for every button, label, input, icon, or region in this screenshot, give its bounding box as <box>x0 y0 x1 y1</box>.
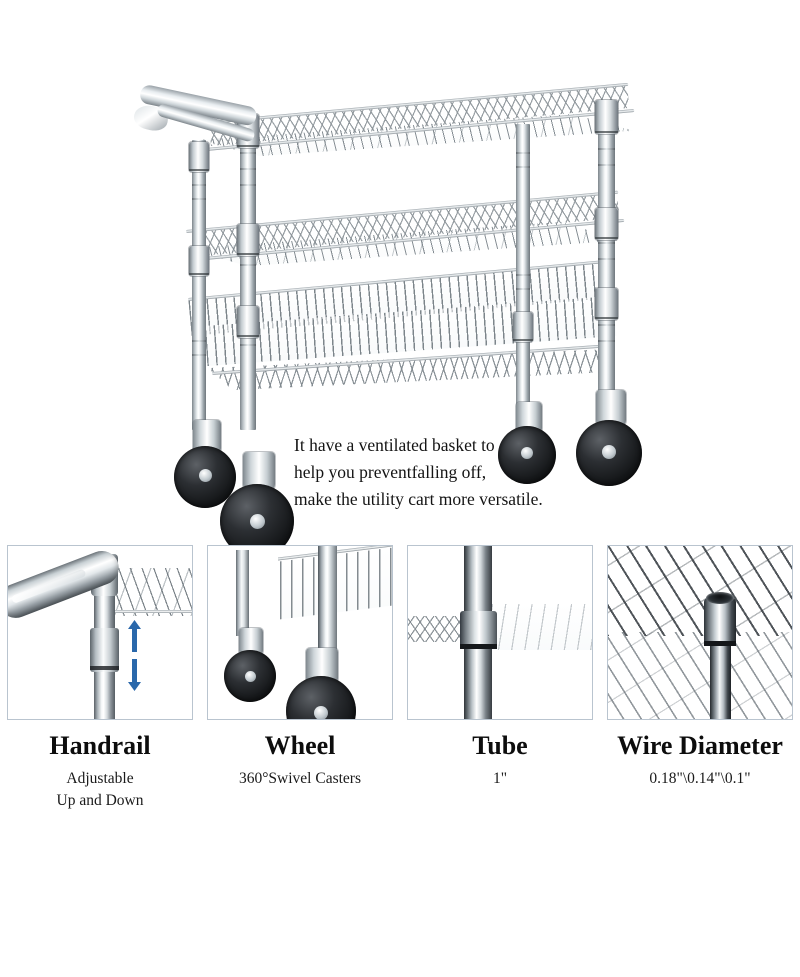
handrail-shelf-edge <box>112 610 192 613</box>
caster-front-left <box>174 418 240 510</box>
feature-tube-thumbnail <box>407 545 593 720</box>
wire-corner-post <box>710 642 731 719</box>
hero-caption-text: It have a ventilated basket to help you … <box>294 435 543 509</box>
feature-handrail-subtitle: Adjustable Up and Down <box>56 770 144 809</box>
caster-front-right <box>498 400 560 488</box>
feature-wheel: Wheel 360°Swivel Casters <box>200 537 400 817</box>
post-front-right <box>516 124 530 414</box>
post-front-left <box>192 140 206 430</box>
feature-tube-subtitle: 1" <box>492 770 508 787</box>
post-back-right <box>598 102 615 420</box>
post-back-left <box>240 118 256 430</box>
feature-handrail-title: Handrail <box>49 731 151 760</box>
wheel-caster-front <box>286 648 358 719</box>
tube-shelf-right <box>492 604 592 650</box>
collar-basket-back-left <box>237 306 259 338</box>
wheel-post-front <box>318 546 337 658</box>
feature-tube-title: Tube <box>472 731 528 760</box>
feature-handrail-thumbnail <box>7 545 193 720</box>
feature-wheel-title: Wheel <box>264 731 336 760</box>
feature-callout-row: Handrail Adjustable Up and Down <box>0 537 800 817</box>
handle-mount-collar <box>189 142 209 172</box>
feature-wheel-thumbnail <box>207 545 393 720</box>
feature-wire-diameter: Wire Diameter 0.18"\0.14"\0.1" <box>600 537 800 817</box>
wheel-caster-rear <box>224 628 278 704</box>
feature-wire-diameter-thumbnail <box>607 545 793 720</box>
collar-mid-back-right <box>595 208 618 240</box>
collar-top-back-right <box>595 100 618 134</box>
arrow-up-icon <box>128 620 141 652</box>
arrow-down-icon <box>128 659 141 691</box>
feature-handrail: Handrail Adjustable Up and Down <box>0 537 200 817</box>
feature-wire-diameter-title: Wire Diameter <box>617 731 783 760</box>
feature-wire-diameter-subtitle: 0.18"\0.14"\0.1" <box>649 770 751 787</box>
collar-mid-front-left <box>189 246 209 276</box>
tube-shelf-truss-left <box>408 616 468 642</box>
feature-wheel-subtitle: 360°Swivel Casters <box>238 770 361 787</box>
collar-basket-back-right <box>595 288 618 320</box>
tube-shelf-collar <box>460 611 497 649</box>
collar-mid-back-left <box>237 224 259 256</box>
wire-lower-shelf-mesh <box>608 632 792 719</box>
feature-tube: Tube 1" <box>400 537 600 817</box>
cart-product-photo <box>120 82 660 558</box>
handrail-adjust-clamp <box>90 628 119 672</box>
wire-corner-sleeve <box>704 592 736 646</box>
caster-back-right <box>576 390 646 488</box>
wire-upper-shelf-mesh <box>608 546 792 636</box>
wheel-post-rear <box>236 550 249 636</box>
collar-basket-front-right <box>513 312 533 342</box>
handrail-shelf-mesh <box>112 568 192 616</box>
hero-section: It have a ventilated basket to help you … <box>120 82 660 558</box>
